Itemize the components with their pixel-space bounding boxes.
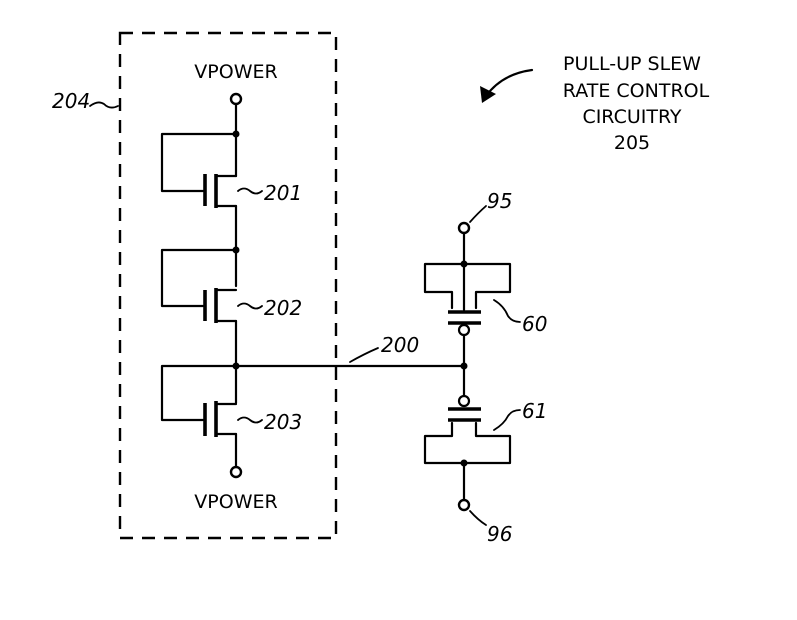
label-200: 200: [381, 333, 419, 357]
title-line-3: CIRCUITRY: [582, 106, 681, 128]
title-line-2: RATE CONTROL: [563, 80, 710, 102]
title-line-1: PULL-UP SLEW: [563, 53, 701, 75]
block-204-boundary: [118, 31, 338, 540]
pin-95-leader: [469, 205, 487, 223]
title-line-4: 205: [614, 132, 650, 154]
label-95: 95: [487, 189, 512, 213]
title-arrow: [480, 68, 534, 103]
pin-95-terminal: [457, 221, 471, 235]
label-202: 202: [264, 296, 302, 320]
transistor-202: [160, 246, 263, 323]
pin-96-leader: [469, 510, 487, 526]
pin-96-terminal: [457, 498, 471, 512]
transistor-203: [160, 362, 263, 437]
label-61: 61: [522, 399, 547, 423]
block-204-leader: [89, 101, 119, 109]
device-60: [423, 260, 521, 368]
label-60: 60: [522, 312, 547, 336]
label-201: 201: [264, 181, 302, 205]
vpower-bottom-terminal: [229, 465, 243, 479]
node-200-leader: [349, 347, 379, 363]
label-96: 96: [487, 522, 512, 546]
label-203: 203: [264, 410, 302, 434]
vpower-bottom-label: VPOWER: [194, 491, 277, 513]
transistor-201: [160, 130, 263, 208]
vpower-top-label: VPOWER: [194, 61, 277, 83]
vpower-top-terminal: [229, 92, 243, 106]
label-204: 204: [52, 89, 90, 113]
device-61: [423, 394, 521, 467]
